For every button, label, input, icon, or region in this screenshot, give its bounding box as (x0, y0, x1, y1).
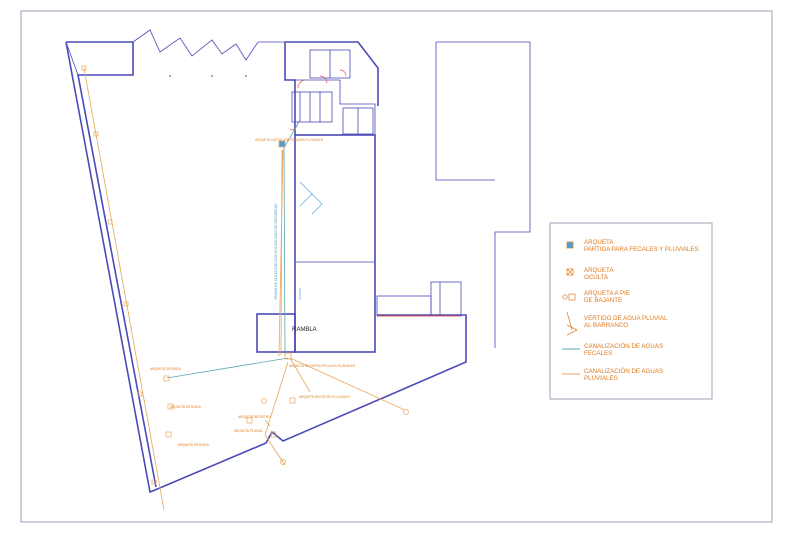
vertido-icon (566, 311, 578, 336)
drawing-labels: RAMBLA TRAMO DE COLECTOR CON ENCAMISADO … (150, 137, 355, 447)
label-a8: ARQUETA REGISTRO (238, 415, 271, 419)
legend-box (549, 222, 713, 400)
legend-item-5-line1: CANALIZACIÓN DE AGUAS (584, 343, 663, 350)
manhole-markers (81, 65, 409, 485)
adjacent-parcel (435, 41, 531, 348)
pluvial-network (83, 67, 406, 511)
label-a3: ARQUETA SIFONICA (150, 367, 182, 371)
legend-item-6-line1: CANALIZACIÓN DE AGUAS (584, 368, 663, 375)
arqueta-oculta-icon (566, 268, 574, 276)
legend-item-2-line1: ARQUETA (584, 267, 614, 274)
legend-item-1-line2: PARTIDA PARA FECALES Y PLUVIALES (584, 246, 699, 253)
room-label: RAMBLA (292, 327, 317, 333)
legend-item-6-line2: PLUVIALES (584, 375, 618, 382)
label-a5: ARQUETA SIFONICA (178, 443, 210, 447)
sheet-frame (20, 10, 773, 523)
legend-item-5-line2: FECALES (584, 350, 612, 357)
fecal-network (166, 119, 301, 379)
pie-bajante-icon (562, 294, 568, 300)
legend: ARQUETA PARTIDA PARA FECALES Y PLUVIALES… (549, 222, 713, 400)
site-boundary (65, 29, 467, 494)
arqueta-partida-icon (566, 241, 574, 249)
legend-item-3-line2: DE BAJANTE (584, 297, 622, 304)
label-a7: ARQUETA REGISTRO PLUVIALES (299, 395, 350, 399)
label-a6: ARQUETA PLUVIAL (234, 429, 263, 433)
vertical-pipe-label: TRAMO DE COLECTOR CON ENCAMISADO DE SEGU… (274, 203, 278, 300)
label-a2: ARQUETA REGISTRO FECALES PLUVIALES (289, 364, 355, 368)
legend-item-4-line2: AL BARRANCO (584, 322, 628, 329)
building (256, 41, 462, 353)
legend-item-4-line1: VERTIDO DE AGUA PLUVIAL (584, 315, 668, 322)
legend-item-3-line1: ARQUETA A PIE (584, 290, 630, 297)
label-a1: ARQUETA CAPTACIÓN FECALES PLUVIALES (255, 137, 323, 142)
legend-item-1-line1: ARQUETA (584, 239, 614, 246)
legend-item-2-line2: OCULTA (584, 274, 609, 281)
label-a4: ARQUETA SIFONICA (170, 405, 202, 409)
